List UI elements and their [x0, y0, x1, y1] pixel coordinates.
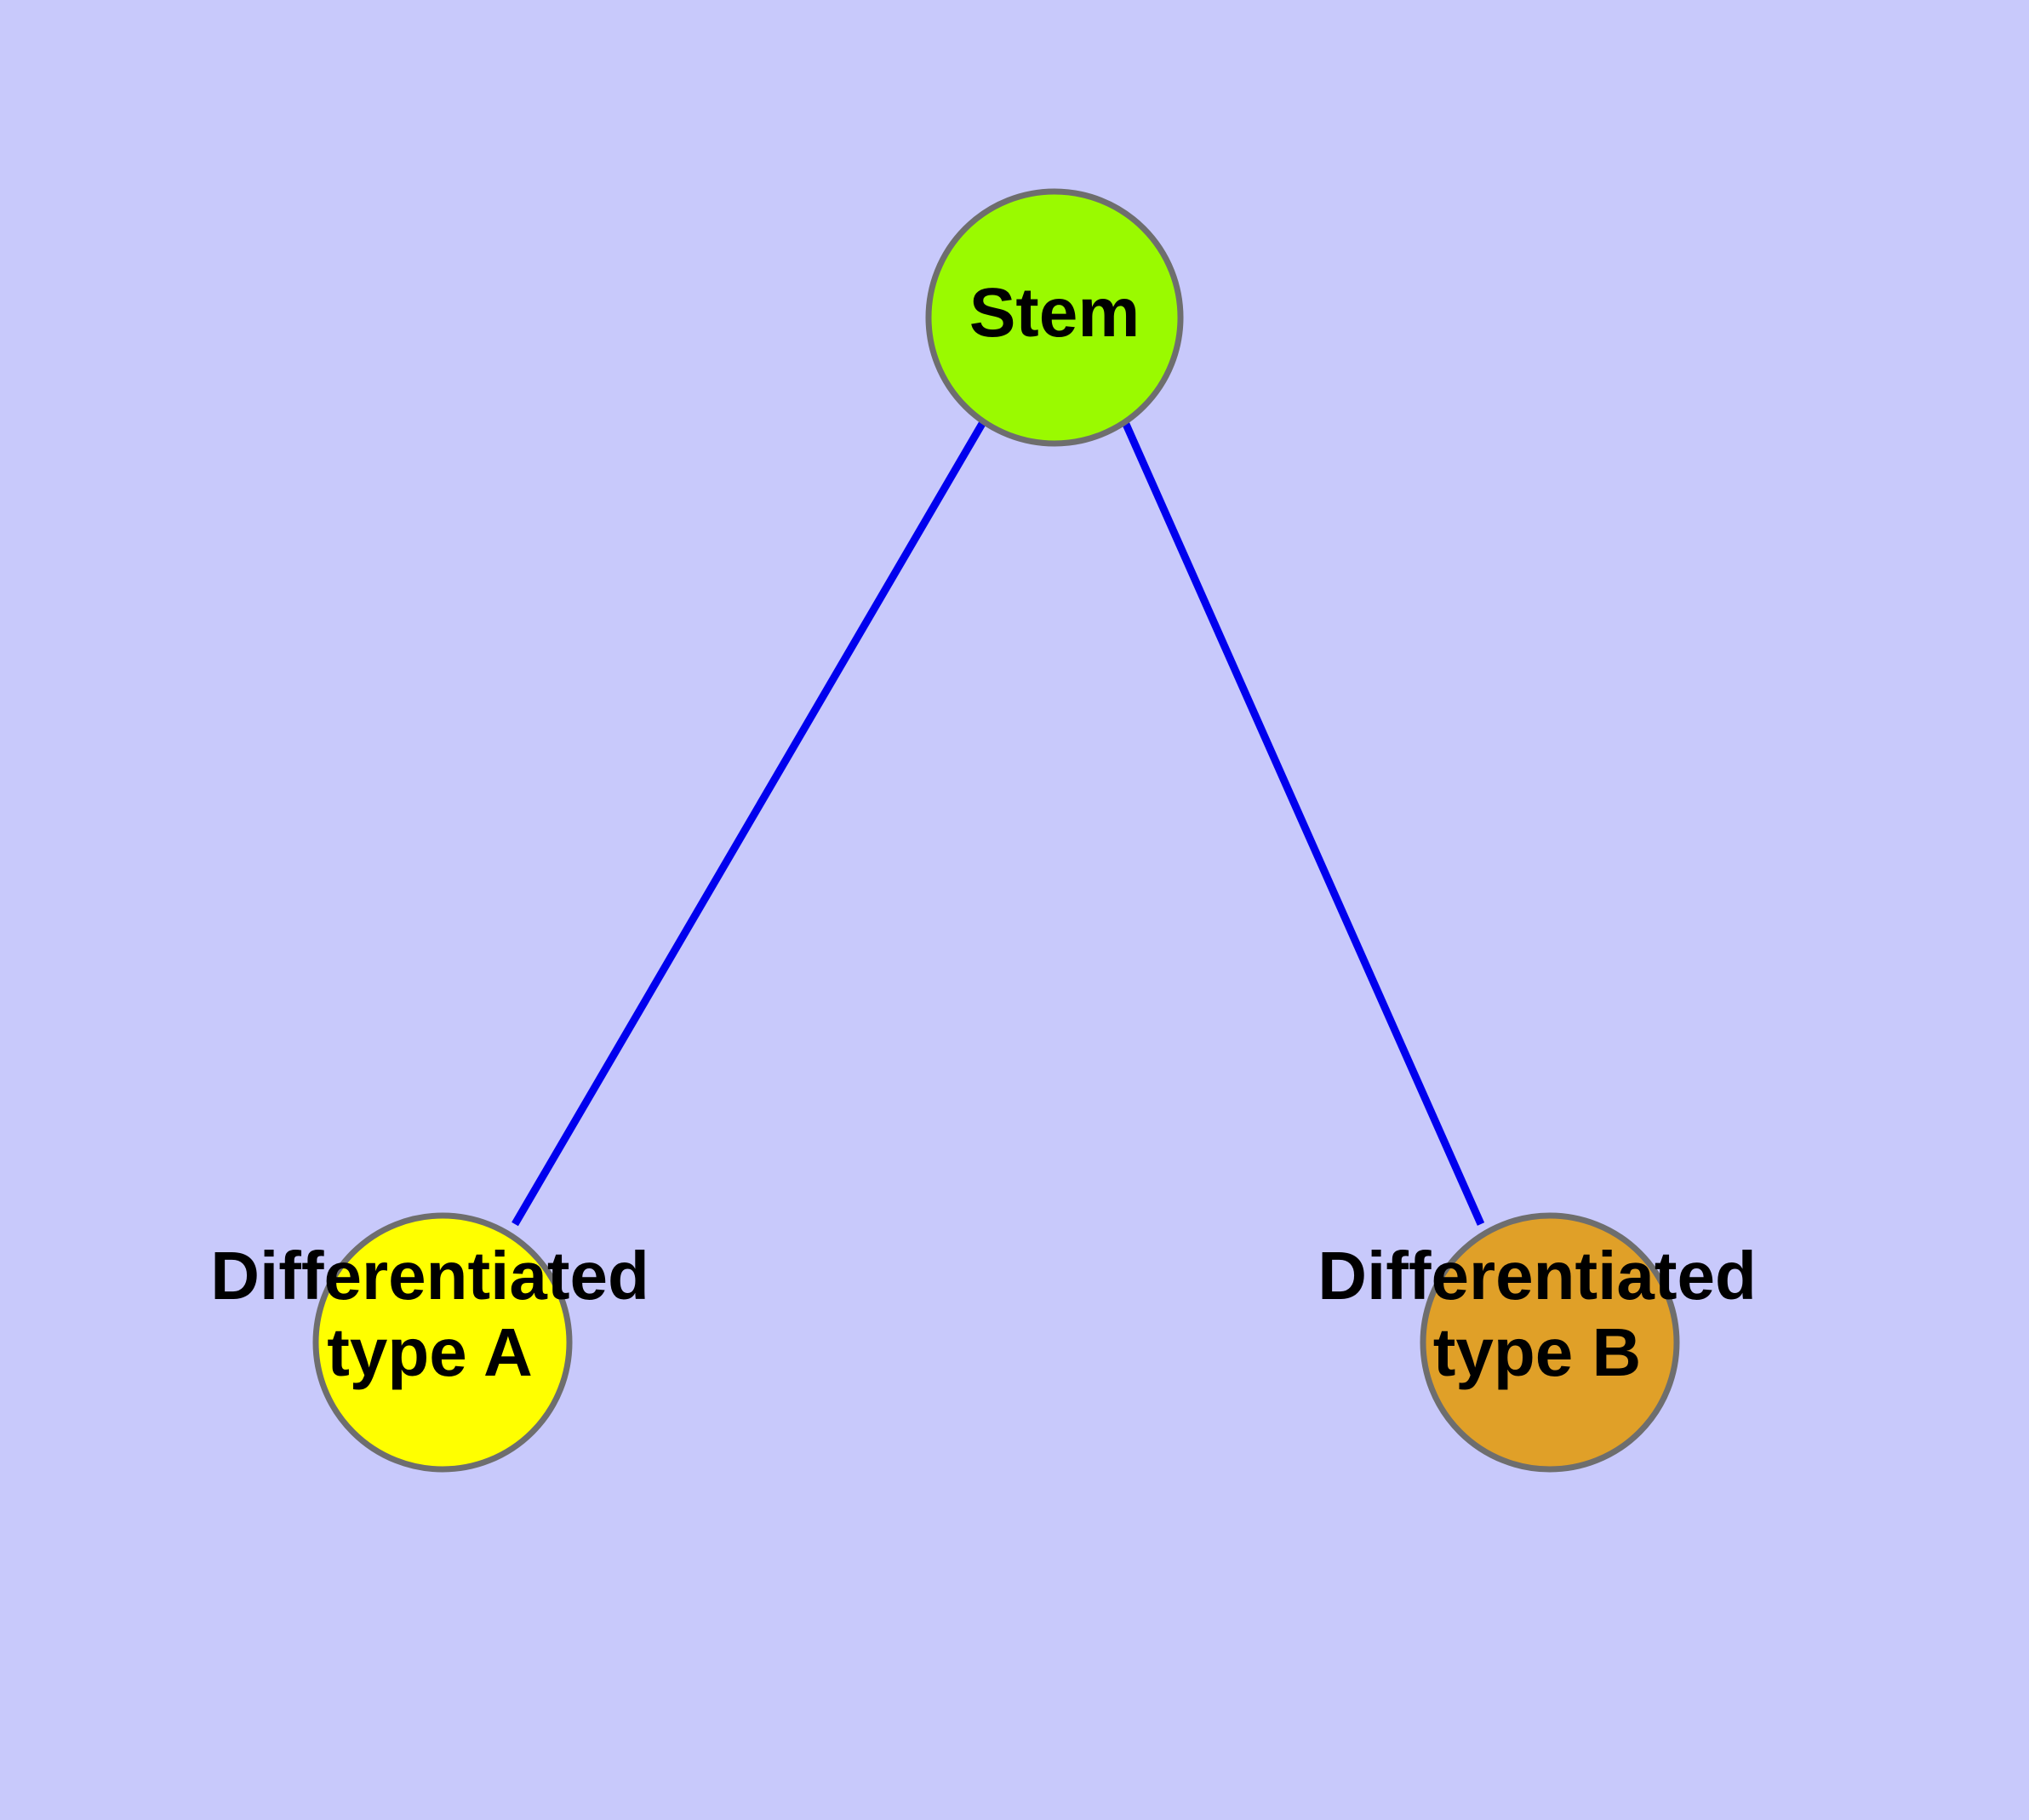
edge-stem-to-diff-a[interactable] [512, 420, 986, 1227]
node-diff-a[interactable] [312, 1212, 573, 1473]
node-label-line: Differentiated [210, 1238, 649, 1313]
node-label-stem: Stem [969, 274, 1140, 352]
node-label-line: type A [327, 1314, 533, 1390]
edge-stem-to-diff-b[interactable] [1121, 421, 1485, 1226]
nodes-layer [312, 188, 1680, 1473]
node-diff-b[interactable] [1420, 1212, 1680, 1473]
node-stem[interactable] [925, 188, 1184, 447]
node-label-line: Differentiated [1317, 1238, 1757, 1313]
node-label-line: type B [1433, 1314, 1642, 1390]
node-label-line: Stem [969, 274, 1140, 352]
edges-layer [512, 420, 1485, 1227]
